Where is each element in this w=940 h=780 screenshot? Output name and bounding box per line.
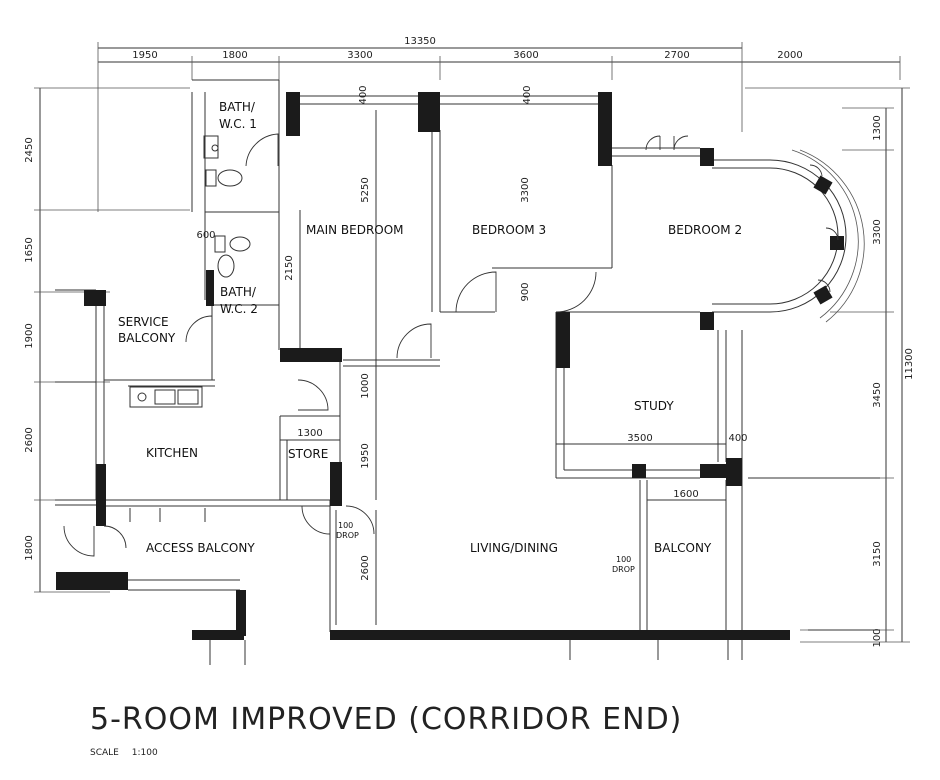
drop-right-value: 100 — [616, 555, 631, 564]
dim-study-wall: 400 — [728, 433, 747, 444]
dim-right-overall: 11300 — [904, 348, 915, 380]
room-label-living-dining: LIVING/DINING — [470, 541, 558, 555]
scale-value: 1:100 — [131, 748, 158, 758]
drop-left-value: 100 — [338, 521, 353, 530]
dim-bedroom3-depth: 3300 — [520, 177, 531, 202]
dim-store-width: 1300 — [297, 428, 322, 439]
dim-right-1: 1300 — [872, 115, 883, 140]
dim-top-4: 3600 — [513, 50, 538, 61]
dim-right-3: 3450 — [872, 382, 883, 407]
room-label-balcony: BALCONY — [654, 541, 712, 555]
room-label-study: STUDY — [634, 399, 674, 413]
dim-top-3: 3300 — [347, 50, 372, 61]
dim-main-bedroom-depth: 5250 — [360, 177, 371, 202]
dim-left-1: 2450 — [24, 137, 35, 162]
room-label-service-balcony-line2: BALCONY — [118, 331, 176, 345]
dim-right-5: 100 — [872, 628, 883, 647]
dim-bath2-width: 600 — [196, 230, 215, 241]
dim-passage: 1000 — [360, 373, 371, 398]
dim-top-5: 2700 — [664, 50, 689, 61]
sanitary-fixtures — [129, 135, 251, 408]
dim-left-5: 1800 — [24, 535, 35, 560]
room-label-bedroom2: BEDROOM 2 — [668, 223, 742, 237]
room-label-bath2-line2: W.C. 2 — [220, 302, 258, 316]
floor-plan-drawing: 13350 1950 1800 3300 3600 2700 2000 2450… — [24, 36, 915, 665]
dim-top-2: 1800 — [222, 50, 247, 61]
dim-bedroom3-wall: 400 — [522, 85, 533, 104]
dim-right-4: 3150 — [872, 541, 883, 566]
partition-lines — [55, 79, 880, 665]
structural-walls — [56, 92, 844, 640]
drop-right-label: DROP — [612, 565, 635, 574]
room-label-bath2-line1: BATH/ — [220, 285, 257, 299]
dim-left-3: 1900 — [24, 323, 35, 348]
top-dimension-lines — [97, 42, 901, 212]
dim-store-depth: 1950 — [360, 443, 371, 468]
dim-left-2: 1650 — [24, 237, 35, 262]
dim-main-bedroom-wall: 400 — [358, 85, 369, 104]
room-label-kitchen: KITCHEN — [146, 446, 198, 460]
dim-living-depth: 2600 — [360, 555, 371, 580]
dim-top-1: 1950 — [132, 50, 157, 61]
room-label-service-balcony-line1: SERVICE — [118, 315, 169, 329]
dim-corridor: 900 — [520, 282, 531, 301]
room-label-access-balcony: ACCESS BALCONY — [146, 541, 255, 555]
door-swings — [63, 133, 839, 557]
dim-study-width: 3500 — [627, 433, 652, 444]
room-label-main-bedroom: MAIN BEDROOM — [306, 223, 404, 237]
dim-right-2: 3300 — [872, 219, 883, 244]
room-label-bath1-line2: W.C. 1 — [219, 117, 257, 131]
dim-balcony-width: 1600 — [673, 489, 698, 500]
dim-overall-top: 13350 — [404, 36, 436, 47]
scale-label: SCALE — [90, 748, 119, 758]
drop-left-label: DROP — [336, 531, 359, 540]
dim-top-6: 2000 — [777, 50, 802, 61]
room-label-store: STORE — [288, 447, 328, 461]
dim-left-4: 2600 — [24, 427, 35, 452]
plan-title: 5-ROOM IMPROVED (CORRIDOR END) — [90, 702, 683, 737]
scale-note: SCALE 1:100 — [90, 748, 168, 758]
room-label-bedroom3: BEDROOM 3 — [472, 223, 546, 237]
room-label-bath1-line1: BATH/ — [219, 100, 256, 114]
dim-bath2-depth: 2150 — [284, 255, 295, 280]
